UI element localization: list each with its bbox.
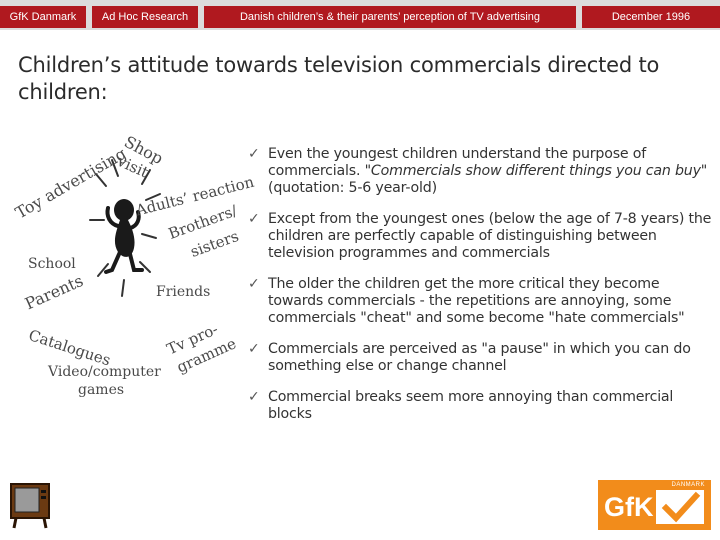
list-item: ✓ Commercials are perceived as "a pause"…	[244, 341, 714, 375]
bullet-text: Even the youngest children understand th…	[268, 146, 646, 179]
check-mark-icon: ✓	[248, 341, 260, 357]
list-item: ✓ Even the youngest children understand …	[244, 146, 714, 197]
check-mark-icon: ✓	[248, 389, 260, 405]
list-item: ✓ The older the children get the more cr…	[244, 276, 714, 327]
list-item: ✓ Commercial breaks seem more annoying t…	[244, 389, 714, 423]
header-bar: GfK Danmark Ad Hoc Research Danish child…	[0, 0, 720, 30]
bullet-text: The older the children get the more crit…	[268, 276, 685, 326]
slide-title: Children’s attitude towards television c…	[18, 53, 660, 104]
word-video-computer: Video/computer	[48, 364, 161, 380]
logo-brand: GfK	[604, 492, 654, 522]
tab-date: December 1996	[582, 6, 720, 28]
bullet-text: Commercial breaks seem more annoying tha…	[268, 389, 674, 422]
bullet-text: Commercials are perceived as "a pause" i…	[268, 341, 691, 374]
bullet-quote: "Commercials show different things you c…	[364, 163, 708, 179]
bullet-text: Except from the youngest ones (below the…	[268, 211, 712, 261]
word-games: games	[78, 382, 125, 398]
tab-company: GfK Danmark	[0, 6, 86, 28]
tv-icon	[10, 483, 50, 534]
check-mark-icon	[661, 491, 701, 523]
bullet-text-end: (quotation: 5-6 year-old)	[268, 180, 437, 196]
bullet-list: ✓ Even the youngest children understand …	[244, 146, 714, 437]
logo-check-box	[656, 490, 704, 524]
check-mark-icon: ✓	[248, 146, 260, 162]
child-figure-icon	[89, 159, 161, 297]
check-mark-icon: ✓	[248, 276, 260, 292]
tab-study-title: Danish children’s & their parents’ perce…	[204, 6, 576, 28]
word-school: School	[28, 256, 76, 272]
list-item: ✓ Except from the youngest ones (below t…	[244, 211, 714, 262]
tab-department: Ad Hoc Research	[92, 6, 198, 28]
word-friends: Friends	[156, 284, 211, 300]
gfk-logo: DANMARK GfK	[598, 480, 711, 530]
logo-country: DANMARK	[671, 482, 705, 488]
check-mark-icon: ✓	[248, 211, 260, 227]
influence-collage: Shop visit Toy advertising Adults’ react…	[0, 120, 256, 410]
